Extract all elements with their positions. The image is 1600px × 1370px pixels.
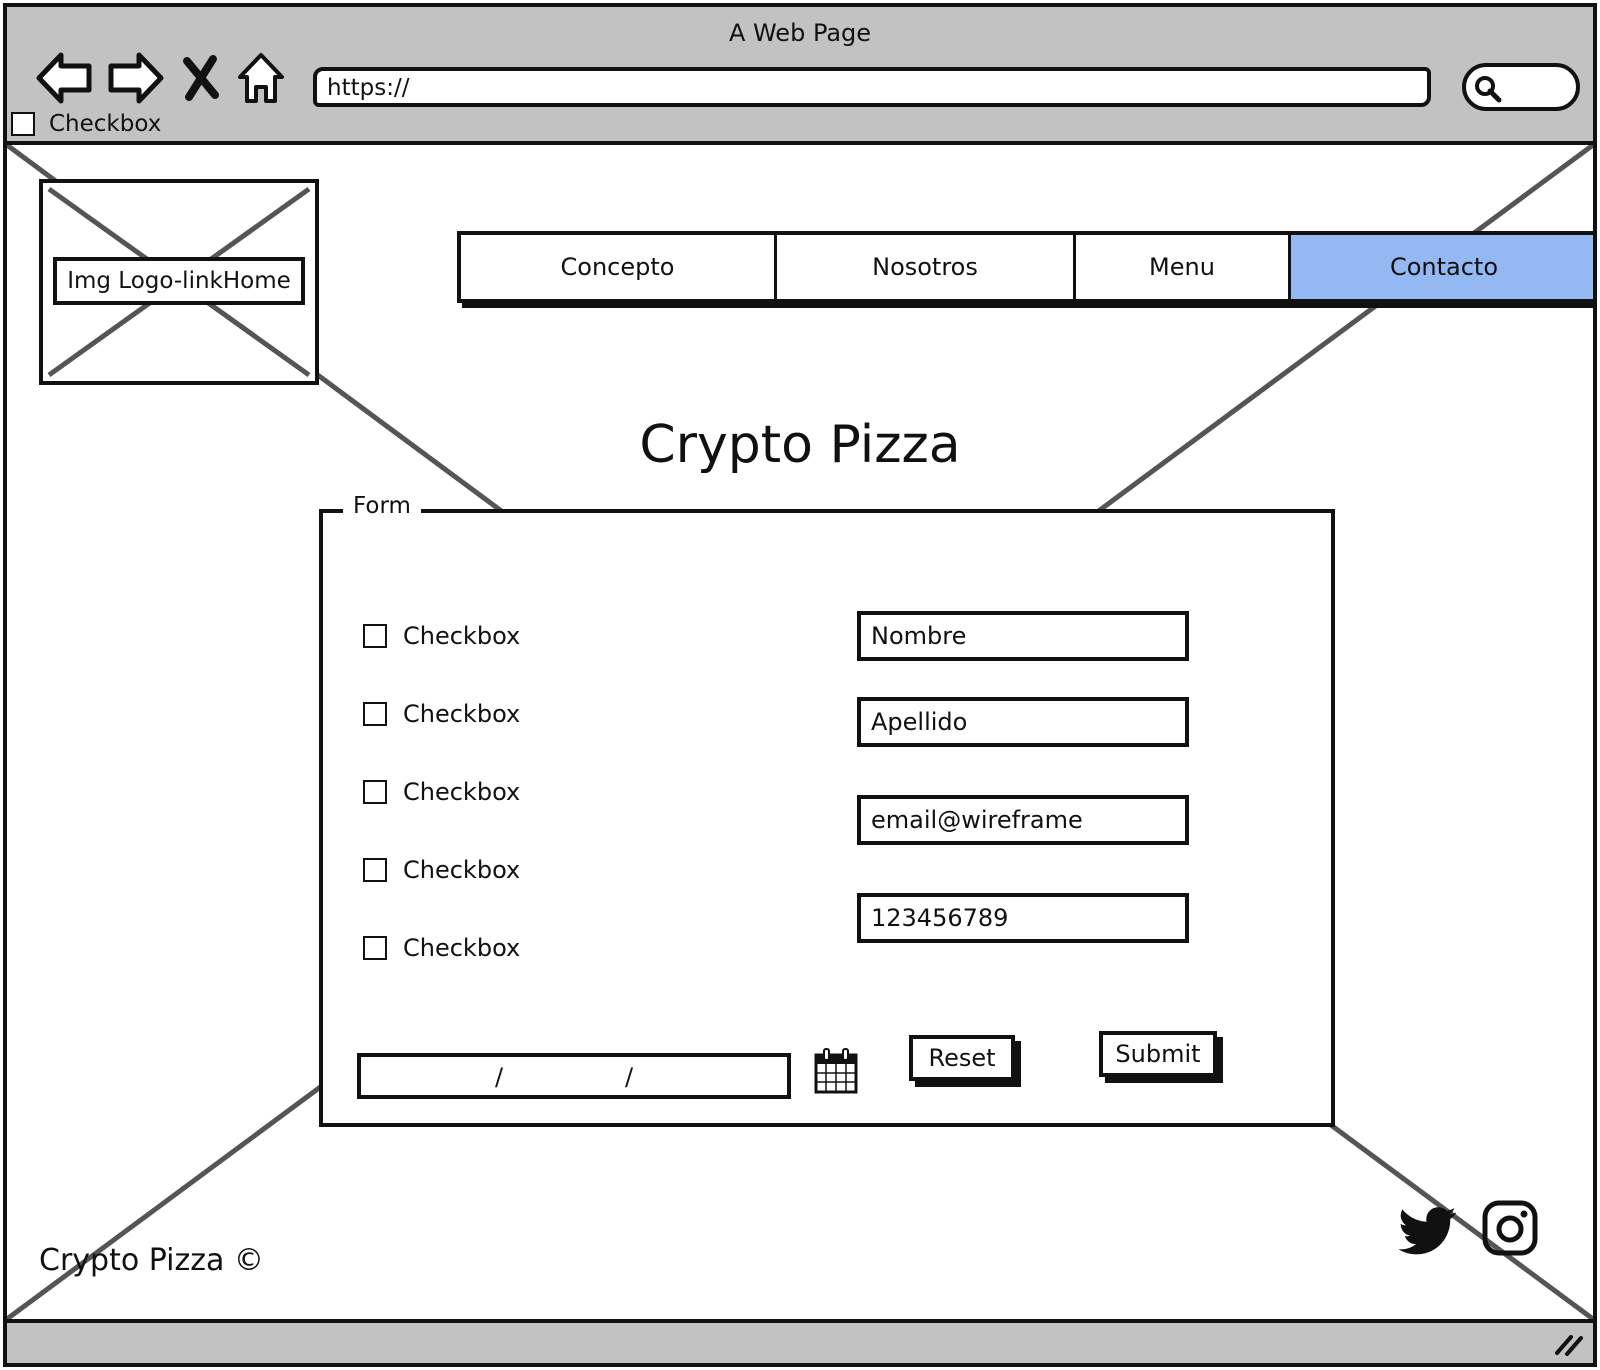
- close-x-icon[interactable]: [179, 49, 223, 107]
- forward-arrow-icon[interactable]: [105, 49, 167, 107]
- checkbox-box[interactable]: [11, 112, 35, 136]
- form-checkbox-2[interactable]: Checkbox: [363, 697, 520, 731]
- nav-item-menu[interactable]: Menu: [1076, 235, 1291, 299]
- email-field[interactable]: email@wireframe: [857, 795, 1189, 845]
- form-checkbox-3[interactable]: Checkbox: [363, 775, 520, 809]
- checkbox-box[interactable]: [363, 624, 387, 648]
- checkbox-box[interactable]: [363, 858, 387, 882]
- checkbox-box[interactable]: [363, 936, 387, 960]
- phone-field[interactable]: 123456789: [857, 893, 1189, 943]
- toolbar-checkbox-label: Checkbox: [49, 111, 162, 137]
- submit-button[interactable]: Submit: [1099, 1031, 1217, 1077]
- footer-copyright: Crypto Pizza ©: [39, 1243, 264, 1278]
- browser-window: A Web Page https:// Checkbox: [3, 3, 1597, 1367]
- main-nav: Concepto Nosotros Menu Contacto: [457, 231, 1593, 303]
- contact-form: Form Checkbox Checkbox Checkbox Checkbox…: [319, 493, 1335, 1127]
- logo-home-link[interactable]: Img Logo-linkHome: [53, 257, 305, 305]
- browser-statusbar: [7, 1319, 1593, 1363]
- apellido-field[interactable]: Apellido: [857, 697, 1189, 747]
- window-title: A Web Page: [728, 19, 872, 47]
- nav-item-concepto[interactable]: Concepto: [461, 235, 777, 299]
- page-title-wrapper: Crypto Pizza: [7, 413, 1593, 477]
- date-separator: /: [625, 1063, 634, 1091]
- instagram-icon[interactable]: [1481, 1199, 1539, 1257]
- browser-search-field[interactable]: [1462, 63, 1580, 111]
- checkbox-label: Checkbox: [403, 856, 521, 884]
- checkbox-box[interactable]: [363, 780, 387, 804]
- checkbox-label: Checkbox: [403, 934, 521, 962]
- checkbox-label: Checkbox: [403, 778, 521, 806]
- form-checkbox-1[interactable]: Checkbox: [363, 619, 520, 653]
- reset-button[interactable]: Reset: [909, 1035, 1015, 1081]
- nombre-field[interactable]: Nombre: [857, 611, 1189, 661]
- nav-item-contacto[interactable]: Contacto: [1291, 235, 1593, 299]
- page-viewport: Img Logo-linkHome Concepto Nosotros Menu…: [7, 145, 1593, 1319]
- form-checkbox-5[interactable]: Checkbox: [363, 931, 520, 965]
- back-arrow-icon[interactable]: [33, 49, 95, 107]
- calendar-icon[interactable]: [813, 1047, 859, 1095]
- date-field[interactable]: / /: [357, 1053, 791, 1099]
- date-separator: /: [495, 1063, 504, 1091]
- page-title: Crypto Pizza: [639, 415, 961, 475]
- checkbox-label: Checkbox: [403, 700, 521, 728]
- toolbar-checkbox[interactable]: Checkbox: [11, 109, 161, 139]
- logo-image-placeholder[interactable]: Img Logo-linkHome: [39, 179, 319, 385]
- nav-item-nosotros[interactable]: Nosotros: [777, 235, 1076, 299]
- search-icon: [1475, 76, 1502, 103]
- form-checkbox-4[interactable]: Checkbox: [363, 853, 520, 887]
- twitter-icon[interactable]: [1399, 1199, 1457, 1257]
- resize-grip-icon[interactable]: [1553, 1329, 1585, 1357]
- url-input[interactable]: https://: [313, 67, 1431, 107]
- checkbox-label: Checkbox: [403, 622, 521, 650]
- home-icon[interactable]: [235, 49, 287, 107]
- checkbox-box[interactable]: [363, 702, 387, 726]
- browser-toolbar: A Web Page https:// Checkbox: [7, 7, 1593, 145]
- form-legend: Form: [343, 493, 421, 519]
